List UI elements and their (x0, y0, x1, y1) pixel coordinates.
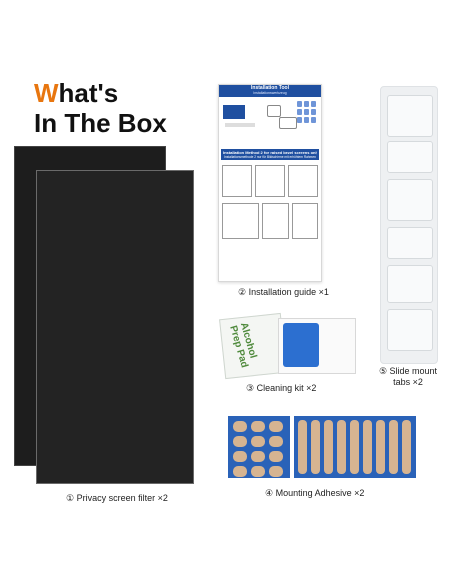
guide-tools-row (219, 97, 321, 147)
guide-step-2 (255, 165, 285, 197)
slide-mount-tab (387, 227, 433, 259)
caption-tabs-line-1: ⑤ Slide mount (378, 366, 438, 376)
caption-installation-guide: ② Installation guide ×1 (238, 287, 329, 297)
guide-header-title: Installation Tool (251, 85, 289, 91)
guide-method-banner: Installation Method 2 for raised bezel s… (221, 149, 319, 160)
cloth-icon (279, 117, 297, 129)
slide-mount-tab (387, 179, 433, 221)
slide-mount-tab (387, 141, 433, 173)
wipe-packet (278, 318, 356, 374)
tab-sheet-icon (297, 101, 317, 127)
heading-line-1: What's (34, 78, 167, 108)
guide-header: Installation Tool Installationswerkzeug (219, 85, 321, 97)
heading: What's In The Box (34, 78, 167, 138)
mounting-adhesive (228, 416, 416, 478)
guide-step-3 (288, 165, 318, 197)
caption-mounting-adhesive: ④ Mounting Adhesive ×2 (265, 488, 365, 498)
guide-steps-grid (219, 162, 321, 200)
cleaning-kit: Alcohol Prep Pad (219, 312, 356, 380)
guide-method-line-2: Installationsmethode 2 nur für Bildschir… (224, 155, 316, 159)
heading-accent-letter: W (34, 78, 59, 108)
adhesive-sheet-2 (294, 416, 416, 478)
alcohol-prep-pad: Alcohol Prep Pad (219, 312, 287, 380)
slide-mount-tabs (380, 86, 438, 364)
guide-method-line-1: Installation Method 2 for raised bezel s… (223, 150, 317, 155)
privacy-filter-front (36, 170, 194, 484)
squeegee-icon (223, 105, 245, 119)
guide-steps-grid-2 (219, 200, 321, 242)
caption-cleaning-kit: ③ Cleaning kit ×2 (246, 383, 317, 393)
installation-guide: Installation Tool Installationswerkzeug … (218, 84, 322, 282)
guide-step-5 (262, 203, 289, 239)
adhesive-sheet-1 (228, 416, 290, 478)
ruler-icon (225, 123, 255, 127)
prep-pad-icon (267, 105, 281, 117)
heading-line-1-rest: hat's (58, 78, 119, 108)
guide-step-4 (222, 203, 260, 239)
slide-mount-tab (387, 95, 433, 137)
slide-mount-tab (387, 265, 433, 303)
caption-privacy-filter: ① Privacy screen filter ×2 (66, 493, 168, 503)
prep-pad-label: Alcohol Prep Pad (227, 321, 260, 369)
wipe-packet-blue-panel (283, 323, 319, 367)
slide-mount-tab (387, 309, 433, 351)
guide-header-subtitle: Installationswerkzeug (253, 91, 287, 95)
caption-tabs-line-2: tabs ×2 (393, 377, 423, 387)
guide-step-1 (222, 165, 252, 197)
guide-step-6 (291, 203, 318, 239)
caption-slide-mount-tabs: ⑤ Slide mount tabs ×2 (376, 366, 440, 387)
heading-line-2: In The Box (34, 108, 167, 138)
